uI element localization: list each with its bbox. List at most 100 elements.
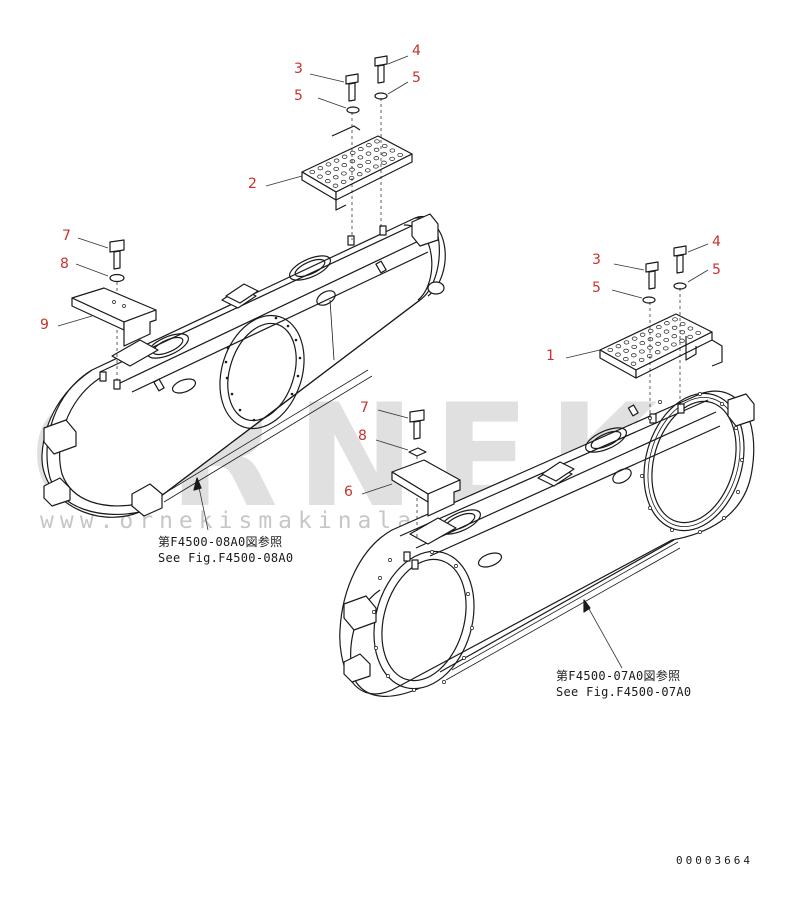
perforation-hole [671,342,677,347]
perforation-hole [366,143,372,148]
bolt-set-right-bracket [391,409,461,540]
perforation-hole [679,330,686,335]
perforation-hole [630,361,637,366]
callout-ul-5a: 5 [294,88,303,104]
perforation-hole [687,326,694,331]
perforation-hole [332,183,339,188]
perforation-hole [333,158,340,163]
callout-lr-8: 8 [358,428,367,444]
callout-ul-2: 2 [248,176,257,192]
perforation-hole [663,329,670,334]
perforation-hole [348,175,355,181]
callout-leaders [57,55,709,495]
bolt-set-upper-left [345,55,388,240]
perforation-hole [357,163,363,168]
perforation-hole [663,337,669,343]
perforation-hole [647,337,654,342]
lower-right-assembly [339,245,755,697]
left-housing-body [41,215,440,518]
perforation-hole [374,139,380,144]
callout-lr-4: 4 [712,234,721,250]
perforation-hole [356,172,363,177]
callout-ul-5b: 5 [412,70,421,86]
perforation-hole [671,334,678,339]
callout-labels-upper-left: 3 4 5 5 2 7 8 9 [40,43,421,333]
perforation-hole [381,152,388,157]
perforation-hole [381,160,387,165]
callout-lr-6: 6 [344,484,353,500]
callout-lr-5a: 5 [592,280,601,296]
perforation-hole [341,163,348,168]
perforation-hole [357,155,364,160]
perforation-hole [373,164,379,169]
perforation-hole [333,175,339,180]
reference-left-en: See Fig.F4500-08A0 [158,551,293,565]
callout-lr-7: 7 [360,400,369,416]
perforation-hole [389,148,396,153]
reference-right: 第F4500-07A0図参照 See Fig.F4500-07A0 [556,668,691,699]
bolt-set-lower-right [642,245,687,418]
perforation-hole [381,143,388,149]
perforation-hole [615,352,621,357]
perforation-hole [623,357,629,362]
callout-ul-4: 4 [412,43,421,59]
reference-left-jp: 第F4500-08A0図参照 [158,534,282,549]
perforation-hole [325,162,332,167]
reference-right-en: See Fig.F4500-07A0 [556,685,691,699]
bolt-set-left-bracket [71,239,157,380]
callout-lr-3: 3 [592,252,601,268]
perforation-hole [615,344,622,349]
callout-ul-8: 8 [60,256,69,272]
perforation-hole [695,330,701,336]
perforation-hole [687,334,693,339]
callout-lr-5b: 5 [712,262,721,278]
perforation-hole [317,166,324,171]
perforation-hole [373,147,380,152]
perforation-hole [656,325,662,330]
perforation-hole [325,179,331,184]
perforation-hole [663,346,669,351]
perforation-hole [664,321,670,326]
perforation-hole [607,347,614,353]
perforation-hole [639,349,645,354]
perforation-hole [671,325,678,330]
reference-left: 第F4500-08A0図参照 See Fig.F4500-08A0 [158,534,293,565]
perforation-hole [325,170,331,175]
perforation-hole [655,341,661,346]
perforation-hole [333,166,339,171]
callout-ul-7: 7 [62,228,71,244]
perforation-hole [631,344,637,349]
perforation-hole [655,333,662,338]
perforation-hole [309,169,316,175]
perforation-hole [639,341,646,346]
part-2-step-plate [301,125,413,211]
perforation-hole [672,317,678,322]
part-1-step-plate [599,313,723,379]
upper-left-assembly [41,55,446,531]
document-number: 00003664 [676,854,753,867]
right-assembly-left-bore [373,550,475,690]
perforation-hole [349,159,356,164]
right-bore-holes [372,392,744,692]
perforation-hole [631,336,638,341]
perforation-hole [647,328,654,333]
callout-labels-lower-right: 3 4 5 5 1 7 8 6 [344,234,721,500]
reference-right-jp: 第F4500-07A0図参照 [556,668,680,683]
perforation-hole [679,321,686,327]
perforation-hole [365,168,371,173]
perforation-hole [341,171,347,176]
perforation-hole [365,159,371,165]
perforation-hole [349,150,356,155]
perforation-hole [623,340,630,345]
perforation-hole [373,156,380,161]
perforation-hole [389,156,395,161]
callout-lr-1: 1 [546,348,555,364]
perforation-hole [340,179,347,184]
perforation-hole [679,338,685,343]
perforation-hole [639,332,646,337]
perforation-hole [646,353,653,359]
perforation-hole [358,147,364,152]
perforation-hole [654,350,661,355]
